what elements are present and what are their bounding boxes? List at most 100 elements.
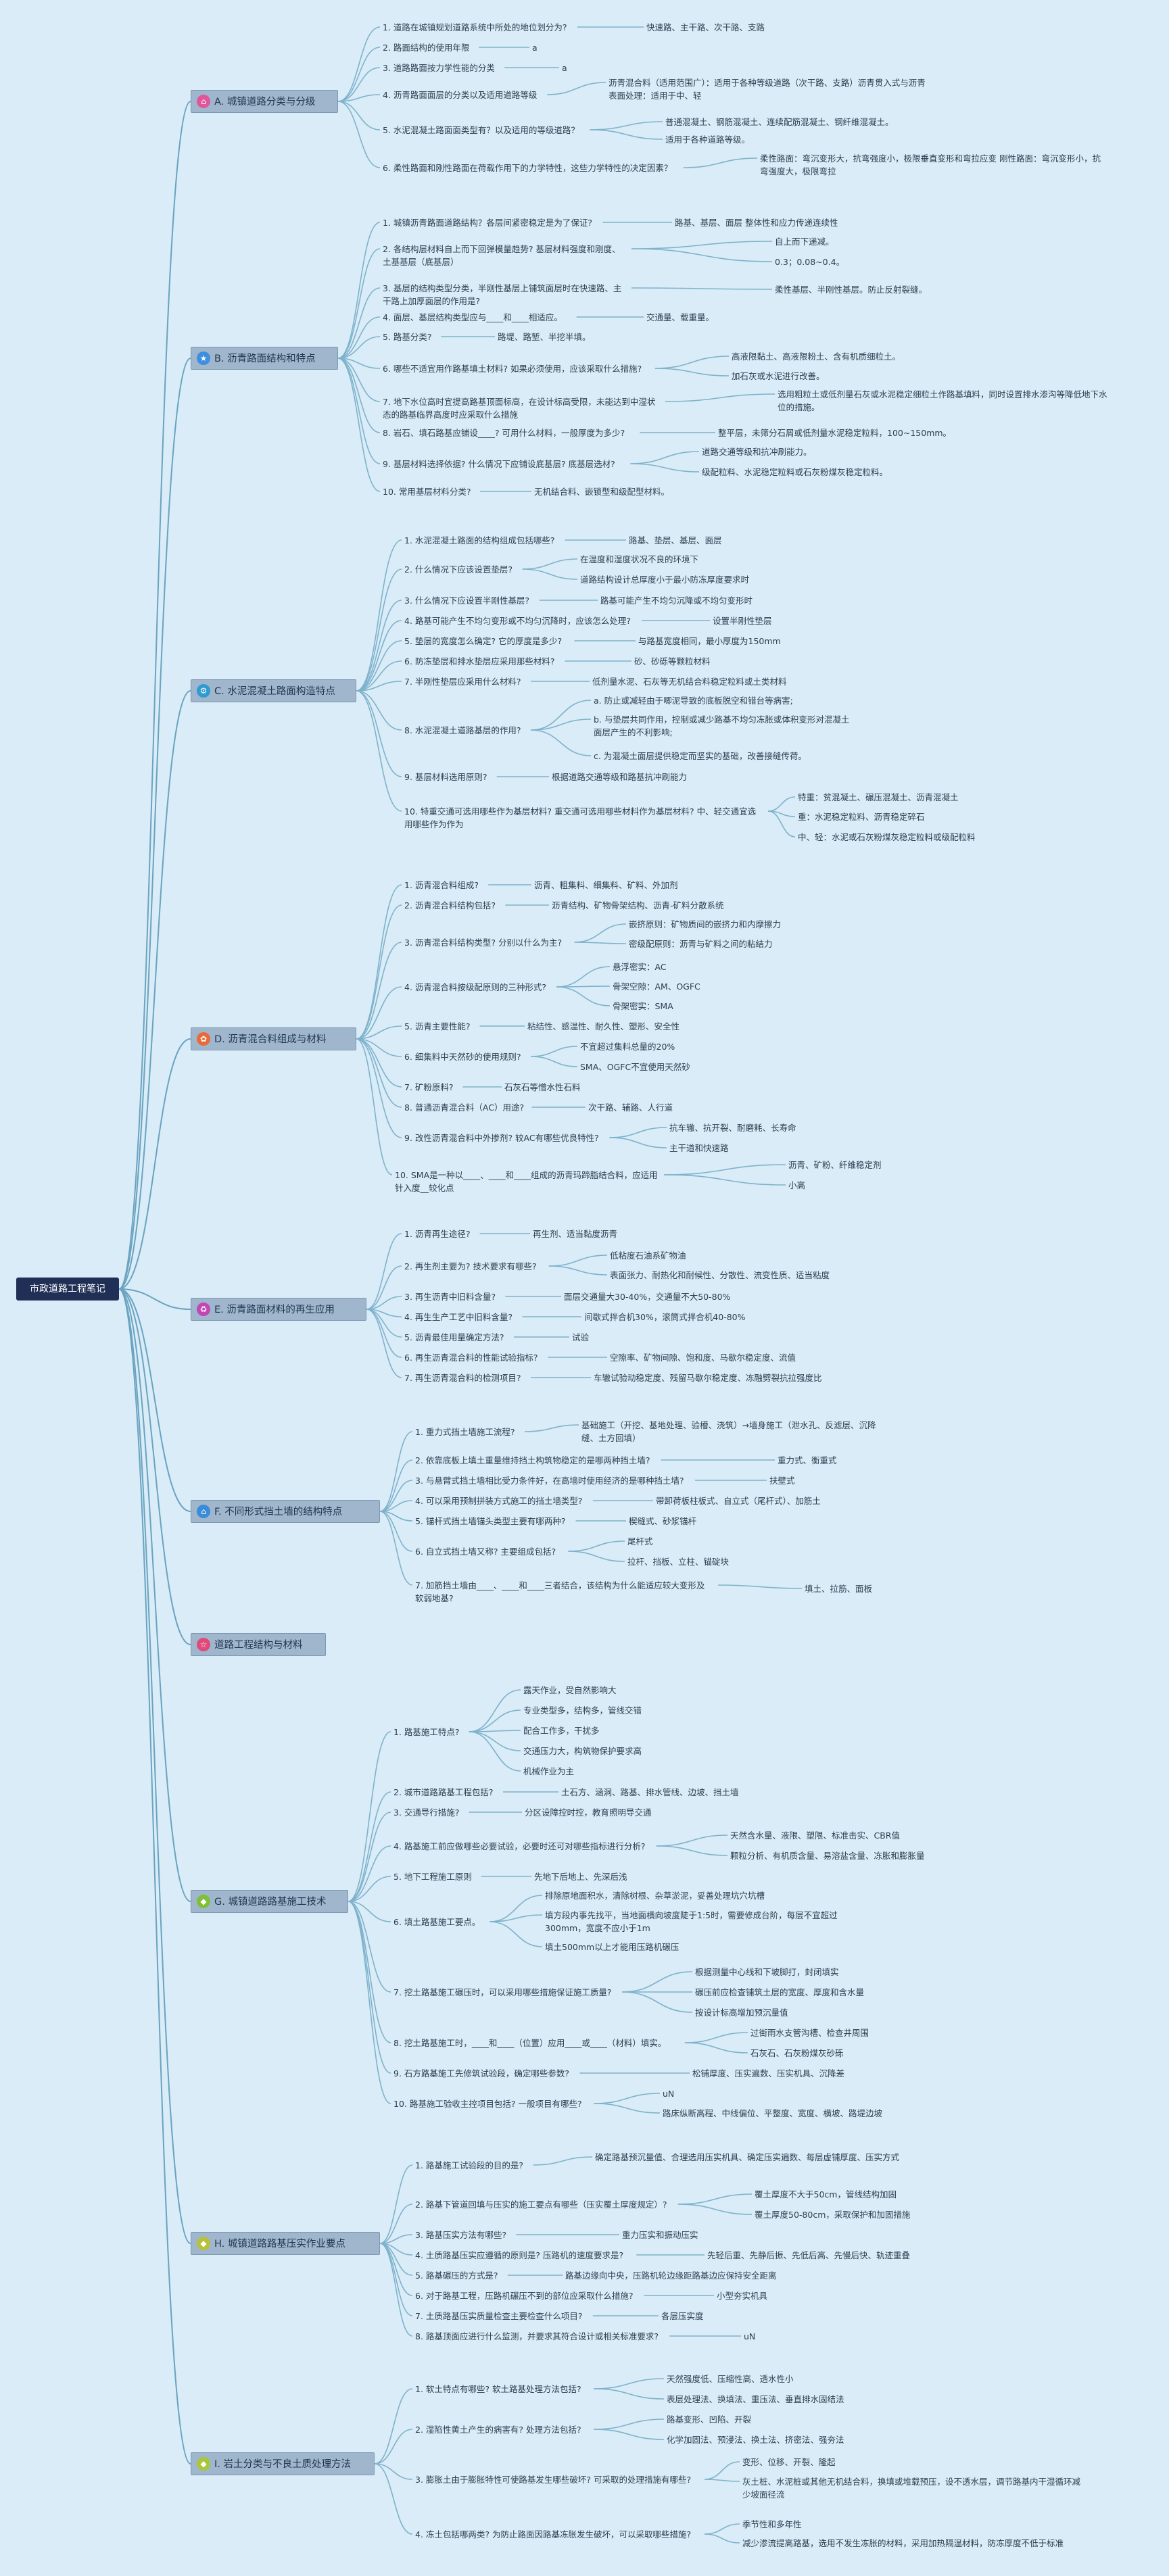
answer-node[interactable]: 各层压实度 xyxy=(661,2311,704,2321)
question-node[interactable]: 4. 再生生产工艺中旧料含量? xyxy=(404,1312,513,1322)
question-node[interactable]: 6. 哪些不适宜用作路基填土材料? 如果必须使用，应该采取什么措施? xyxy=(383,364,642,374)
answer-node[interactable]: 柔性路面：弯沉变形大，抗弯强度小，极限垂直变形和弯拉应变 刚性路面：弯沉变形小，… xyxy=(760,153,1101,176)
answer-node[interactable]: 路基、垫层、基层、面层 xyxy=(629,535,722,545)
question-node[interactable]: 2. 湿陷性黄土产生的病害有? 处理方法包括? xyxy=(415,2425,581,2435)
question-node[interactable]: 3. 什么情况下应设置半刚性基层? xyxy=(404,596,530,606)
answer-node[interactable]: 与路基宽度相同，最小厚度为150mm xyxy=(638,636,781,646)
answer-node[interactable]: 小型夯实机具 xyxy=(717,2291,768,2301)
answer-node[interactable]: 自上而下递减。 xyxy=(775,237,834,247)
answer-node[interactable]: 整平层，未筛分石屑或低剂量水泥稳定粒料，100~150mm。 xyxy=(718,428,952,438)
section-node-d[interactable]: ✿D. 沥青混合料组成与材料 xyxy=(191,1027,356,1050)
answer-node[interactable]: 适用于各种道路等级。 xyxy=(665,135,750,145)
question-node[interactable]: 7. 挖土路基施工碾压时，可以采用哪些措施保证施工质量? xyxy=(393,1987,612,1997)
question-node[interactable]: 2. 沥青混合料结构包括? xyxy=(404,900,496,910)
answer-node[interactable]: 路基、基层、面层 整体性和应力传递连续性 xyxy=(675,218,838,228)
answer-node[interactable]: 嵌挤原则：矿物质间的嵌挤力和内摩擦力 xyxy=(629,919,782,929)
question-node[interactable]: 4. 沥青路面面层的分类以及适用道路等级 xyxy=(383,90,538,100)
answer-node[interactable]: SMA、OGFC不宜使用天然砂 xyxy=(580,1062,690,1072)
answer-node[interactable]: 路床纵断高程、中线偏位、平整度、宽度、横坡、路堤边坡 xyxy=(663,2108,883,2118)
answer-node[interactable]: 尾杆式 xyxy=(627,1536,653,1547)
question-node[interactable]: 1. 道路在城镇规划道路系统中所处的地位划分为? xyxy=(383,22,567,32)
question-node[interactable]: 7. 半刚性垫层应采用什么材料? xyxy=(404,677,521,687)
answer-node[interactable]: 颗粒分析、有机质含量、易溶盐含量、冻胀和膨胀量 xyxy=(730,1851,925,1861)
answer-node[interactable]: 重：水泥稳定粒料、沥青稳定碎石 xyxy=(798,812,925,822)
question-node[interactable]: 6. 细集料中天然砂的使用规则? xyxy=(404,1052,521,1062)
answer-node[interactable]: 砂、砂砾等颗粒材料 xyxy=(634,656,711,666)
question-node[interactable]: 2. 各结构层材料自上而下回弹模量趋势? 基层材料强度和刚度、土基基层（底基层） xyxy=(383,244,621,267)
question-node[interactable]: 2. 再生剂主要为? 技术要求有哪些? xyxy=(404,1261,537,1271)
section-node-overview[interactable]: ☆道路工程结构与材料 xyxy=(191,1633,326,1656)
question-node[interactable]: 8. 岩石、填石路基应铺设____? 可用什么材料，一般厚度为多少? xyxy=(383,428,625,438)
answer-node[interactable]: 专业类型多，结构多，管线交错 xyxy=(523,1705,642,1716)
answer-node[interactable]: 设置半刚性垫层 xyxy=(713,616,772,626)
answer-node[interactable]: 间歇式拌合机30%，滚筒式拌合机40-80% xyxy=(584,1312,746,1322)
question-node[interactable]: 5. 锚杆式挡土墙锚头类型主要有哪两种? xyxy=(415,1516,566,1526)
answer-node[interactable]: 沥青混合料（适用范围广）：适用于各种等级道路（次干路、支路）沥青贯入式与沥青表面… xyxy=(609,78,926,101)
answer-node[interactable]: 沥青、矿粉、纤维稳定剂 xyxy=(788,1160,882,1170)
answer-node[interactable]: 确定路基预沉量值、合理选用压实机具、确定压实遍数、每层虚铺厚度、压实方式 xyxy=(595,2152,900,2162)
answer-node[interactable]: 根据道路交通等级和路基抗冲刷能力 xyxy=(552,772,688,782)
answer-node[interactable]: 普通混凝土、钢筋混凝土、连续配筋混凝土、钢纤维混凝土。 xyxy=(665,117,894,127)
question-node[interactable]: 1. 路基施工试验段的目的是? xyxy=(415,2160,524,2170)
question-node[interactable]: 9. 石方路基施工先修筑试验段，确定哪些参数? xyxy=(393,2068,570,2079)
answer-node[interactable]: 小高 xyxy=(788,1180,806,1190)
answer-node[interactable]: 覆土厚度50-80cm，采取保护和加固措施 xyxy=(755,2210,911,2220)
question-node[interactable]: 10. 路基施工验收主控项目包括? 一般项目有哪些? xyxy=(393,2099,582,2109)
answer-node[interactable]: 在温度和湿度状况不良的环境下 xyxy=(580,554,699,564)
question-node[interactable]: 3. 基层的结构类型分类，半刚性基层上铺筑面层时在快速路、主干路上加厚面层的作用… xyxy=(383,283,622,306)
question-node[interactable]: 6. 自立式挡土墙又称? 主要组成包括? xyxy=(415,1547,556,1557)
question-node[interactable]: 10. 特重交通可选用哪些作为基层材料? 重交通可选用哪些材料作为基层材料? 中… xyxy=(404,806,757,829)
question-node[interactable]: 2. 城市道路路基工程包括? xyxy=(393,1787,494,1797)
question-node[interactable]: 3. 沥青混合料结构类型? 分别以什么为主? xyxy=(404,938,563,948)
question-node[interactable]: 3. 与悬臂式挡土墙相比受力条件好，在高墙时使用经济的是哪种挡土墙? xyxy=(415,1476,684,1486)
question-node[interactable]: 1. 水泥混凝土路面的结构组成包括哪些? xyxy=(404,535,555,545)
question-node[interactable]: 9. 改性沥青混合料中外掺剂? 较AC有哪些优良特性? xyxy=(404,1133,599,1143)
answer-node[interactable]: 沥青结构、矿物骨架结构、沥青-矿料分散系统 xyxy=(552,900,724,910)
answer-node[interactable]: 带卸荷板柱板式、自立式（尾杆式）、加筋土 xyxy=(656,1496,821,1506)
answer-node[interactable]: 密级配原则：沥青与矿料之间的粘结力 xyxy=(629,939,773,949)
section-node-a[interactable]: ⌂A. 城镇道路分类与分级 xyxy=(191,90,338,113)
answer-node[interactable]: 覆土厚度不大于50cm，管线结构加固 xyxy=(755,2189,897,2200)
answer-node[interactable]: uN xyxy=(663,2089,675,2099)
question-node[interactable]: 9. 基层材料选用原则? xyxy=(404,772,487,782)
question-node[interactable]: 7. 加筋挡土墙由____、____和____三者结合，该结构为什么能适应较大变… xyxy=(415,1580,705,1603)
question-node[interactable]: 10. SMA是一种以____、____和____组成的沥青玛蹄脂结合料，应适用… xyxy=(395,1170,658,1193)
question-node[interactable]: 5. 沥青最佳用量确定方法? xyxy=(404,1332,504,1342)
answer-node[interactable]: 中、轻：水泥或石灰粉煤灰稳定粒料或级配粒料 xyxy=(798,832,976,842)
answer-node[interactable]: 道路交通等级和抗冲刷能力。 xyxy=(702,447,812,457)
question-node[interactable]: 6. 对于路基工程，压路机碾压不到的部位应采取什么措施? xyxy=(415,2291,634,2301)
answer-node[interactable]: 填方段内事先找平，当地面横向坡度陡于1:5时，需要修成台阶，每层不宜超过300m… xyxy=(545,1910,838,1933)
answer-node[interactable]: a. 防止或减轻由于唧泥导致的底板脱空和错台等病害; xyxy=(594,696,793,706)
question-node[interactable]: 2. 依靠底板上填土重量维持挡土构筑物稳定的是哪两种挡土墙? xyxy=(415,1455,650,1465)
question-node[interactable]: 4. 沥青混合料按级配原则的三种形式? xyxy=(404,982,547,992)
question-node[interactable]: 3. 路基压实方法有哪些? xyxy=(415,2230,507,2240)
answer-node[interactable]: a xyxy=(562,63,567,73)
question-node[interactable]: 8. 普通沥青混合料（AC）用途? xyxy=(404,1102,525,1113)
answer-node[interactable]: 无机结合料、嵌锁型和级配型材料。 xyxy=(534,487,670,497)
answer-node[interactable]: 石灰石等憎水性石料 xyxy=(504,1082,581,1092)
answer-node[interactable]: 路堤、路堑、半挖半填。 xyxy=(498,332,591,342)
answer-node[interactable]: 次干路、辅路、人行道 xyxy=(588,1102,673,1113)
question-node[interactable]: 5. 路基分类? xyxy=(383,332,432,342)
question-node[interactable]: 4. 土质路基压实应遵循的原则是? 压路机的速度要求是? xyxy=(415,2250,624,2260)
answer-node[interactable]: 主干道和快速路 xyxy=(669,1143,729,1153)
answer-node[interactable]: 试验 xyxy=(572,1332,590,1342)
question-node[interactable]: 7. 再生沥青混合料的检测项目? xyxy=(404,1373,521,1383)
question-node[interactable]: 8. 水泥混凝土道路基层的作用? xyxy=(404,725,521,735)
answer-node[interactable]: 拉杆、挡板、立柱、锚碇块 xyxy=(627,1557,730,1567)
question-node[interactable]: 4. 路基施工前应做哪些必要试验，必要时还可对哪些指标进行分析? xyxy=(393,1841,646,1851)
answer-node[interactable]: 填土、拉筋、面板 xyxy=(805,1584,873,1594)
question-node[interactable]: 4. 面层、基层结构类型应与____和____相适应。 xyxy=(383,312,563,322)
answer-node[interactable]: 变形、位移、开裂、隆起 xyxy=(742,2457,836,2467)
answer-node[interactable]: a xyxy=(532,43,538,53)
answer-node[interactable]: 配合工作多，干扰多 xyxy=(523,1726,600,1736)
answer-node[interactable]: 加石灰或水泥进行改善。 xyxy=(732,371,825,381)
answer-node[interactable]: 悬浮密实：AC xyxy=(613,962,667,972)
answer-node[interactable]: b. 与垫层共同作用，控制或减少路基不均匀冻胀或体积变形对混凝土面层产生的不利影… xyxy=(594,714,850,737)
answer-node[interactable]: 空隙率、矿物间隙、饱和度、马歇尔稳定度、流值 xyxy=(610,1353,796,1363)
answer-node[interactable]: 粘结性、感温性、耐久性、塑形、安全性 xyxy=(527,1021,680,1031)
answer-node[interactable]: 扶壁式 xyxy=(769,1476,795,1486)
answer-node[interactable]: uN xyxy=(744,2331,756,2341)
question-node[interactable]: 6. 再生沥青混合料的性能试验指标? xyxy=(404,1353,538,1363)
answer-node[interactable]: 选用粗粒土或低剂量石灰或水泥稳定细粒土作路基填料，同时设置排水渗沟等降低地下水位… xyxy=(778,389,1107,412)
